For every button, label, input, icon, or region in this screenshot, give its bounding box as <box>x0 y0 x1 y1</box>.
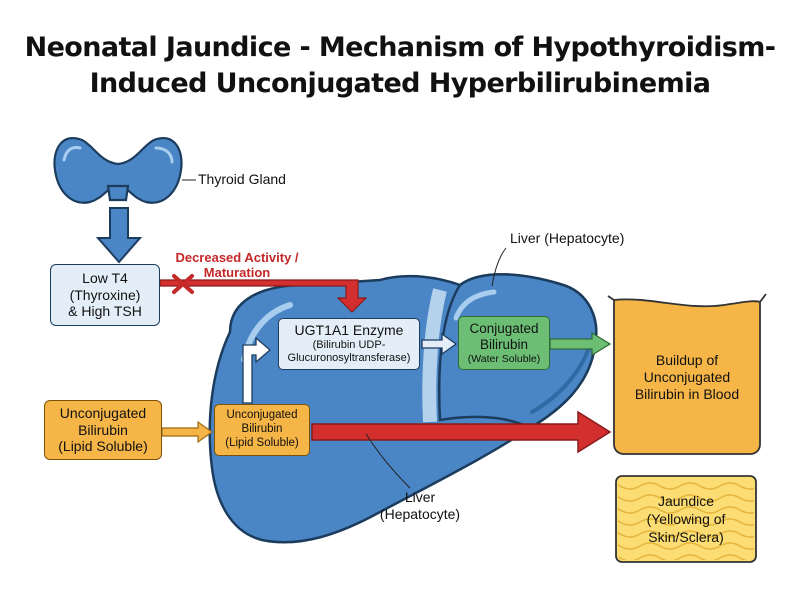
title-line-1: Neonatal Jaundice - Mechanism of Hypothy… <box>24 32 776 63</box>
block-x-icon <box>172 274 194 294</box>
thyroid-highlight <box>154 146 174 164</box>
conjugated-bilirubin-box: Conjugated Bilirubin (Water Soluble) <box>458 316 550 370</box>
liver-shadow <box>530 348 590 414</box>
low-t4-box: Low T4 (Thyroxine) & High TSH <box>50 264 160 326</box>
container-rim <box>759 293 767 303</box>
title-line-2: Induced Unconjugated Hyperbilirubinemia <box>89 68 711 99</box>
liver-bottom-label: Liver (Hepatocyte) <box>379 489 461 522</box>
liver-highlight <box>453 289 497 321</box>
jaundice-texture <box>618 478 754 560</box>
liver-top-label: Liver (Hepatocyte) <box>510 230 625 246</box>
arrow-excretion <box>549 331 612 357</box>
arrow-thyroid-to-t4 <box>95 207 143 264</box>
unconjugated-bilirubin-outside-box: Unconjugated Bilirubin (Lipid Soluble) <box>44 400 162 460</box>
ugt1a1-enzyme-box: UGT1A1 Enzyme (Bilirubin UDP- Glucuronos… <box>278 318 420 370</box>
liver-top-leader <box>491 247 507 287</box>
unconjugated-bilirubin-inside-box: Unconjugated Bilirubin (Lipid Soluble) <box>214 404 310 456</box>
thyroid-highlight <box>62 146 82 162</box>
arrow-to-enzyme <box>242 336 271 404</box>
blood-buildup-label: Buildup of Unconjugated Bilirubin in Blo… <box>634 351 740 402</box>
container-rim <box>607 295 615 301</box>
arrow-uptake <box>161 420 214 444</box>
page-title: Neonatal Jaundice - Mechanism of Hypothy… <box>0 30 800 102</box>
liver-bottom-leader <box>365 433 411 489</box>
arrow-accumulation <box>311 410 612 454</box>
thyroid-gland-label: Thyroid Gland <box>198 171 286 187</box>
arrow-to-conjugated <box>421 332 458 356</box>
jaundice-box: Jaundice (Yellowing of Skin/Sclera) <box>646 493 726 545</box>
thyroid-gland-icon <box>53 137 183 204</box>
decreased-activity-label: Decreased Activity / Maturation <box>175 250 299 280</box>
liver-lobe-divider <box>422 288 447 423</box>
